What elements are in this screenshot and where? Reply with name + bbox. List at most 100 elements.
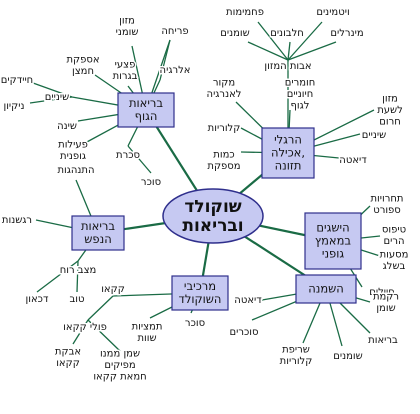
node-label-physical: גופנית (60, 151, 86, 162)
node-label-calories: קלוריות (208, 123, 241, 134)
node-label-teeth2: שיניים (362, 130, 386, 141)
node-label-diet2: דיאטה (234, 295, 262, 306)
box-body (117, 92, 175, 128)
connector-food_groups-proteins (287, 41, 291, 61)
node-label-energy_rich: לגוף (291, 101, 310, 112)
box-label-overweight: גופני (322, 247, 344, 261)
node-label-mountain: הרים (383, 236, 404, 247)
node-label-minerals_c: שוות (137, 333, 156, 344)
central-topic-line: שוקולד (184, 197, 241, 217)
box-label-body: הגוף (135, 109, 158, 123)
box-label-obesity: השמנה (308, 282, 344, 296)
node-label-cleaning: ניקיון (3, 101, 24, 112)
box-label-nutrition: אכילה, (271, 146, 305, 160)
node-label-cacao_butter: חמאת קקאו (93, 372, 146, 383)
node-label-fats2: שומנים (333, 351, 362, 362)
box-obesity (295, 274, 357, 304)
node-label-prevention: פריחה (161, 26, 188, 37)
node-label-cacao_powder: קקאו (56, 358, 80, 369)
node-label-mood: מצב רוח (60, 265, 97, 276)
connector-mood-good (76, 260, 79, 293)
node-label-sugar_b: סוכר (141, 177, 161, 188)
node-label-breakfast: לשעת (377, 105, 403, 116)
central-topic-ellipse (162, 188, 264, 244)
connector-cacao-cacao_beans (87, 295, 114, 321)
node-label-mountain: טיפוס (382, 224, 406, 235)
node-label-soldiers: חיילים (369, 287, 395, 298)
node-label-physical: פעילות (58, 139, 88, 150)
node-label-antioxidants: פחמימות (226, 7, 264, 18)
node-label-fatty_food: שומן (376, 303, 395, 314)
node-label-allergy_source: לאנרגיה (207, 89, 242, 100)
node-label-health: בריאות (368, 335, 398, 346)
node-label-sadness: דכאון (26, 294, 49, 305)
node-label-energy_rich: חומרים (285, 78, 316, 89)
connector-cacao_beans-cacao_butter (87, 319, 121, 352)
central-topic-line: ובריאות (182, 216, 243, 236)
node-label-sport_comp: תחרויות (370, 193, 403, 204)
node-label-sugar_c: סוכר (185, 318, 205, 329)
nodes: שוקולדובריאותבריאותהגוףהרגליאכילה,תזונהב… (0, 6, 410, 385)
node-label-sufficient: כמות (213, 149, 234, 160)
node-label-burning: קלוריות (280, 356, 313, 367)
connector-mood-sadness (36, 260, 79, 293)
node-label-fats: שומנים (220, 28, 249, 39)
box-label-components: השוקולד (179, 292, 222, 306)
node-label-cacao_butter: שמן ממנו (100, 349, 140, 360)
node-label-allergy_source: מקור (213, 77, 235, 88)
node-label-fiber: שומני (116, 27, 139, 38)
node-label-food_groups: אבות המזון (264, 61, 311, 72)
node-label-stimulation: התנהגות (57, 165, 94, 176)
box-nutrition (261, 127, 315, 179)
node-label-cacao: קקאו (101, 284, 125, 295)
node-label-caries: חיידקים (1, 75, 33, 86)
node-label-snow: בשלג (383, 261, 406, 272)
node-label-caffeine: אספקת (66, 54, 99, 65)
node-label-breakfast: מזון (382, 94, 398, 105)
node-label-sufficient: מספקת (207, 161, 240, 172)
node-label-acne: בגרות (113, 71, 138, 82)
node-label-diabetes: סכרת (116, 150, 140, 161)
node-label-fiber: מזון (119, 15, 135, 26)
node-label-cacao_powder: אבקת (55, 346, 81, 357)
connector-teeth-cleaning (29, 96, 73, 104)
box-label-overweight: במאמץ (315, 234, 352, 248)
connector-diabetes-sugar_b (127, 145, 152, 174)
node-label-sleep: שינה (57, 121, 77, 132)
node-label-sugars2: סוכרים (229, 327, 258, 338)
node-label-minerals: מינרלים (330, 28, 363, 39)
node-label-snow: מסעות (380, 249, 409, 260)
connector-allergy-prevention (159, 39, 171, 81)
node-label-burning: שריפת (282, 344, 310, 355)
node-label-good: טוב (70, 294, 85, 305)
connector-teeth-caries (32, 82, 73, 98)
connector-food_groups-vitamins (287, 21, 323, 61)
node-label-vitamins: ויטמינים (316, 7, 349, 18)
connector-food_groups-minerals (287, 41, 337, 61)
box-mind (71, 215, 125, 251)
box-overweight (304, 212, 362, 270)
node-label-fatty_food: רקמת (373, 291, 399, 302)
box-label-nutrition: תזונה (275, 159, 302, 173)
box-label-overweight: הישגים (316, 221, 349, 235)
node-label-teeth: שיניים (45, 92, 69, 103)
node-label-diet: דיאטה (339, 155, 367, 166)
node-label-proteins: חלבונים (270, 28, 304, 39)
node-label-minerals_c: תמציות (132, 321, 163, 332)
node-label-breakfast: חרום (379, 117, 401, 128)
box-label-body: בריאות (129, 96, 163, 110)
box-label-mind: הנפש (84, 232, 111, 246)
node-label-cacao_butter: מפיקים (104, 360, 135, 371)
connector-food_groups-antioxidants (257, 21, 289, 61)
connector-cacao_beans-cacao_powder (72, 319, 89, 345)
box-components (171, 275, 229, 311)
node-label-sensitivity: רגשנות (2, 215, 32, 226)
node-label-caffeine: חמצן (72, 66, 94, 77)
connector-food_groups-fats (247, 41, 289, 61)
box-label-mind: בריאות (81, 219, 115, 233)
node-label-energy_rich: חיוניים (287, 89, 314, 100)
node-label-sport_comp: ספורט (373, 205, 401, 216)
box-label-nutrition: הרגלי (274, 133, 302, 147)
node-label-allergy: אלרגיה (160, 65, 191, 76)
